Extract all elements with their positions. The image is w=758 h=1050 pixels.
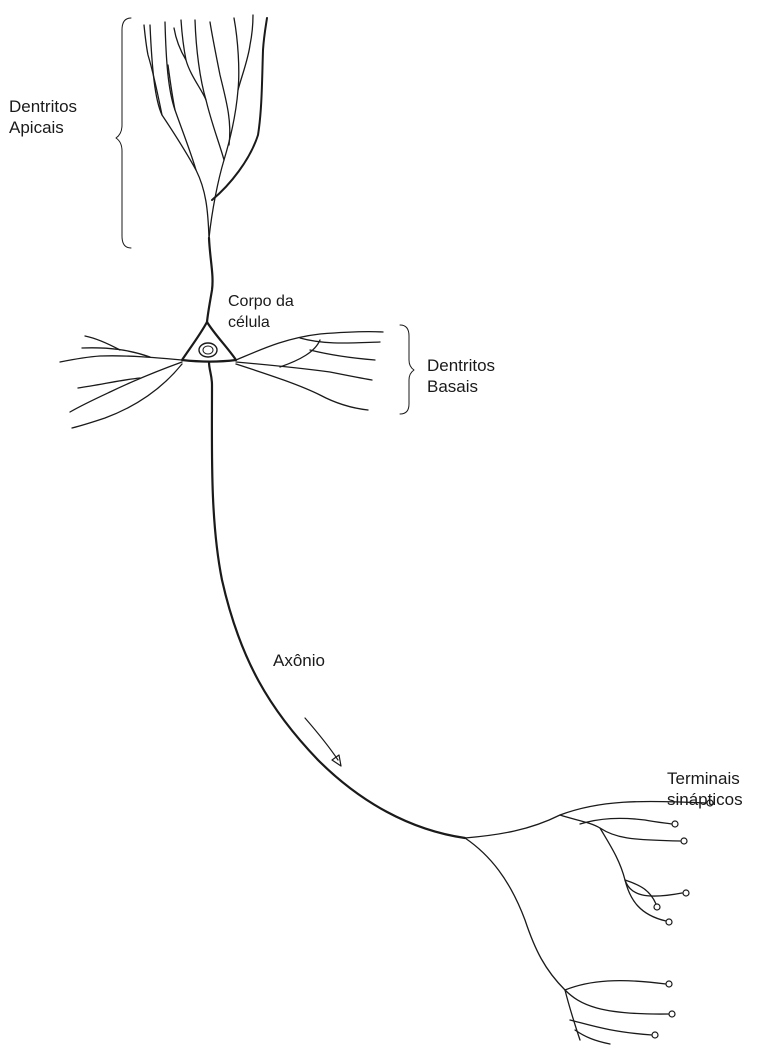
label-synaptic-terminals: Terminais sinápticos [667, 768, 743, 810]
terminal-boutons [652, 800, 713, 1038]
basal-dendrites-right [236, 332, 383, 410]
label-cell-body: Corpo da célula [228, 291, 294, 333]
apical-bracket [116, 18, 131, 248]
label-apical-dendrites: Dentritos Apicais [9, 96, 77, 138]
label-axon: Axônio [273, 650, 325, 671]
label-basal-dendrites: Dentritos Basais [427, 355, 495, 397]
axon [209, 362, 465, 838]
apical-dendrites [144, 15, 267, 238]
basal-dendrites-left [60, 336, 182, 428]
apical-trunk [207, 238, 213, 322]
basal-bracket [400, 325, 414, 414]
axon-arrow-icon [305, 718, 341, 766]
